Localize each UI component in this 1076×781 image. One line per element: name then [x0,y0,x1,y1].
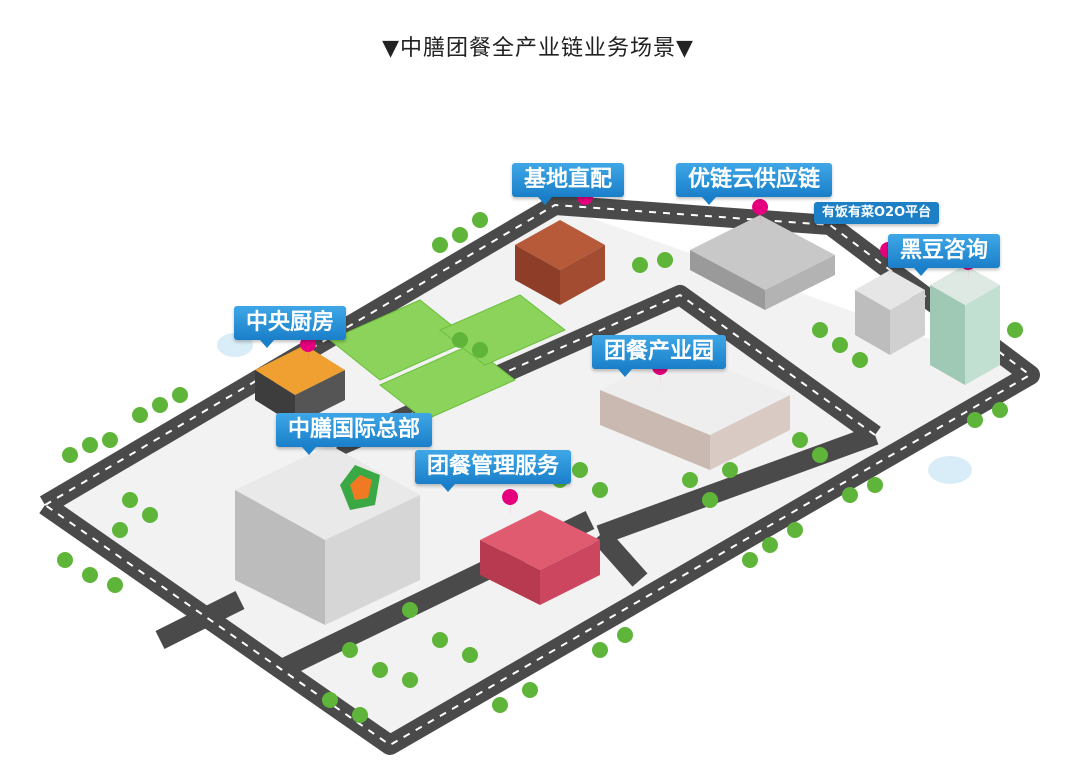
farm-fields [329,294,566,421]
label-central-kitchen[interactable]: 中央厨房 [234,306,347,348]
label-industrial-park[interactable]: 团餐产业园 [592,335,727,377]
central-kitchen-building [255,345,345,425]
management-building [480,510,600,605]
headquarters-building [235,445,420,625]
supply-warehouse [690,215,835,310]
label-supply-cloud[interactable]: 优链云供应链 [676,163,833,205]
page-title: ▼中膳团餐全产业链业务场景▼ [382,36,694,61]
label-o2o-platform[interactable]: 有饭有菜O2O平台 [814,202,940,224]
label-heidou[interactable]: 黑豆咨询 [888,234,1001,276]
label-management[interactable]: 团餐管理服务 [415,450,572,492]
heidou-office [855,265,1000,385]
industrial-park-building [600,350,790,470]
label-base-direct[interactable]: 基地直配 [512,163,625,205]
label-headquarters[interactable]: 中膳国际总部 [276,413,433,455]
base-farm-building [515,220,605,305]
